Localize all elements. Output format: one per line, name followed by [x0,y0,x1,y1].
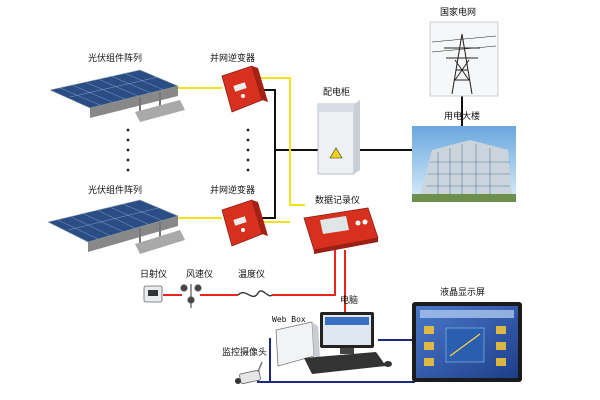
data-logger-label: 数据记录仪 [315,196,361,206]
irradiance-meter [143,285,163,303]
distribution-cabinet [317,100,360,175]
inverter-bottom [221,199,268,247]
data-lines [163,250,346,318]
web-box [275,321,320,367]
anemometer [180,284,202,308]
pv-array-top [49,69,185,122]
dotted-connectors [126,128,250,172]
dc-lines [172,77,305,223]
grid-tower [429,21,499,97]
irradiance-meter-label: 日射仪 [140,270,168,280]
thermometer-label: 温度仪 [238,270,266,280]
inverter-bottom-label: 并网逆变器 [210,186,256,196]
data-logger [303,207,379,254]
lcd-display [412,302,522,382]
inverter-top [221,65,268,113]
web-box-label: Web Box [272,315,306,324]
state-grid-label: 国家电网 [440,8,477,18]
surveillance-camera [235,361,263,384]
ac-lines [260,89,463,219]
computer [304,312,392,374]
thermometer [237,290,273,298]
camera-label: 监控摄像头 [222,348,268,358]
pv-array-bottom-label: 光伏组件阵列 [88,186,143,196]
anemometer-label: 风速仪 [186,270,214,280]
office-building [412,126,516,202]
office-building-label: 用电大楼 [444,112,481,122]
inverter-top-label: 并网逆变器 [210,54,256,64]
distribution-cabinet-label: 配电柜 [323,88,351,98]
computer-label: 电脑 [340,296,359,306]
pv-array-top-label: 光伏组件阵列 [88,54,143,64]
pv-array-bottom [47,199,185,254]
lcd-display-label: 液晶显示屏 [440,288,486,298]
